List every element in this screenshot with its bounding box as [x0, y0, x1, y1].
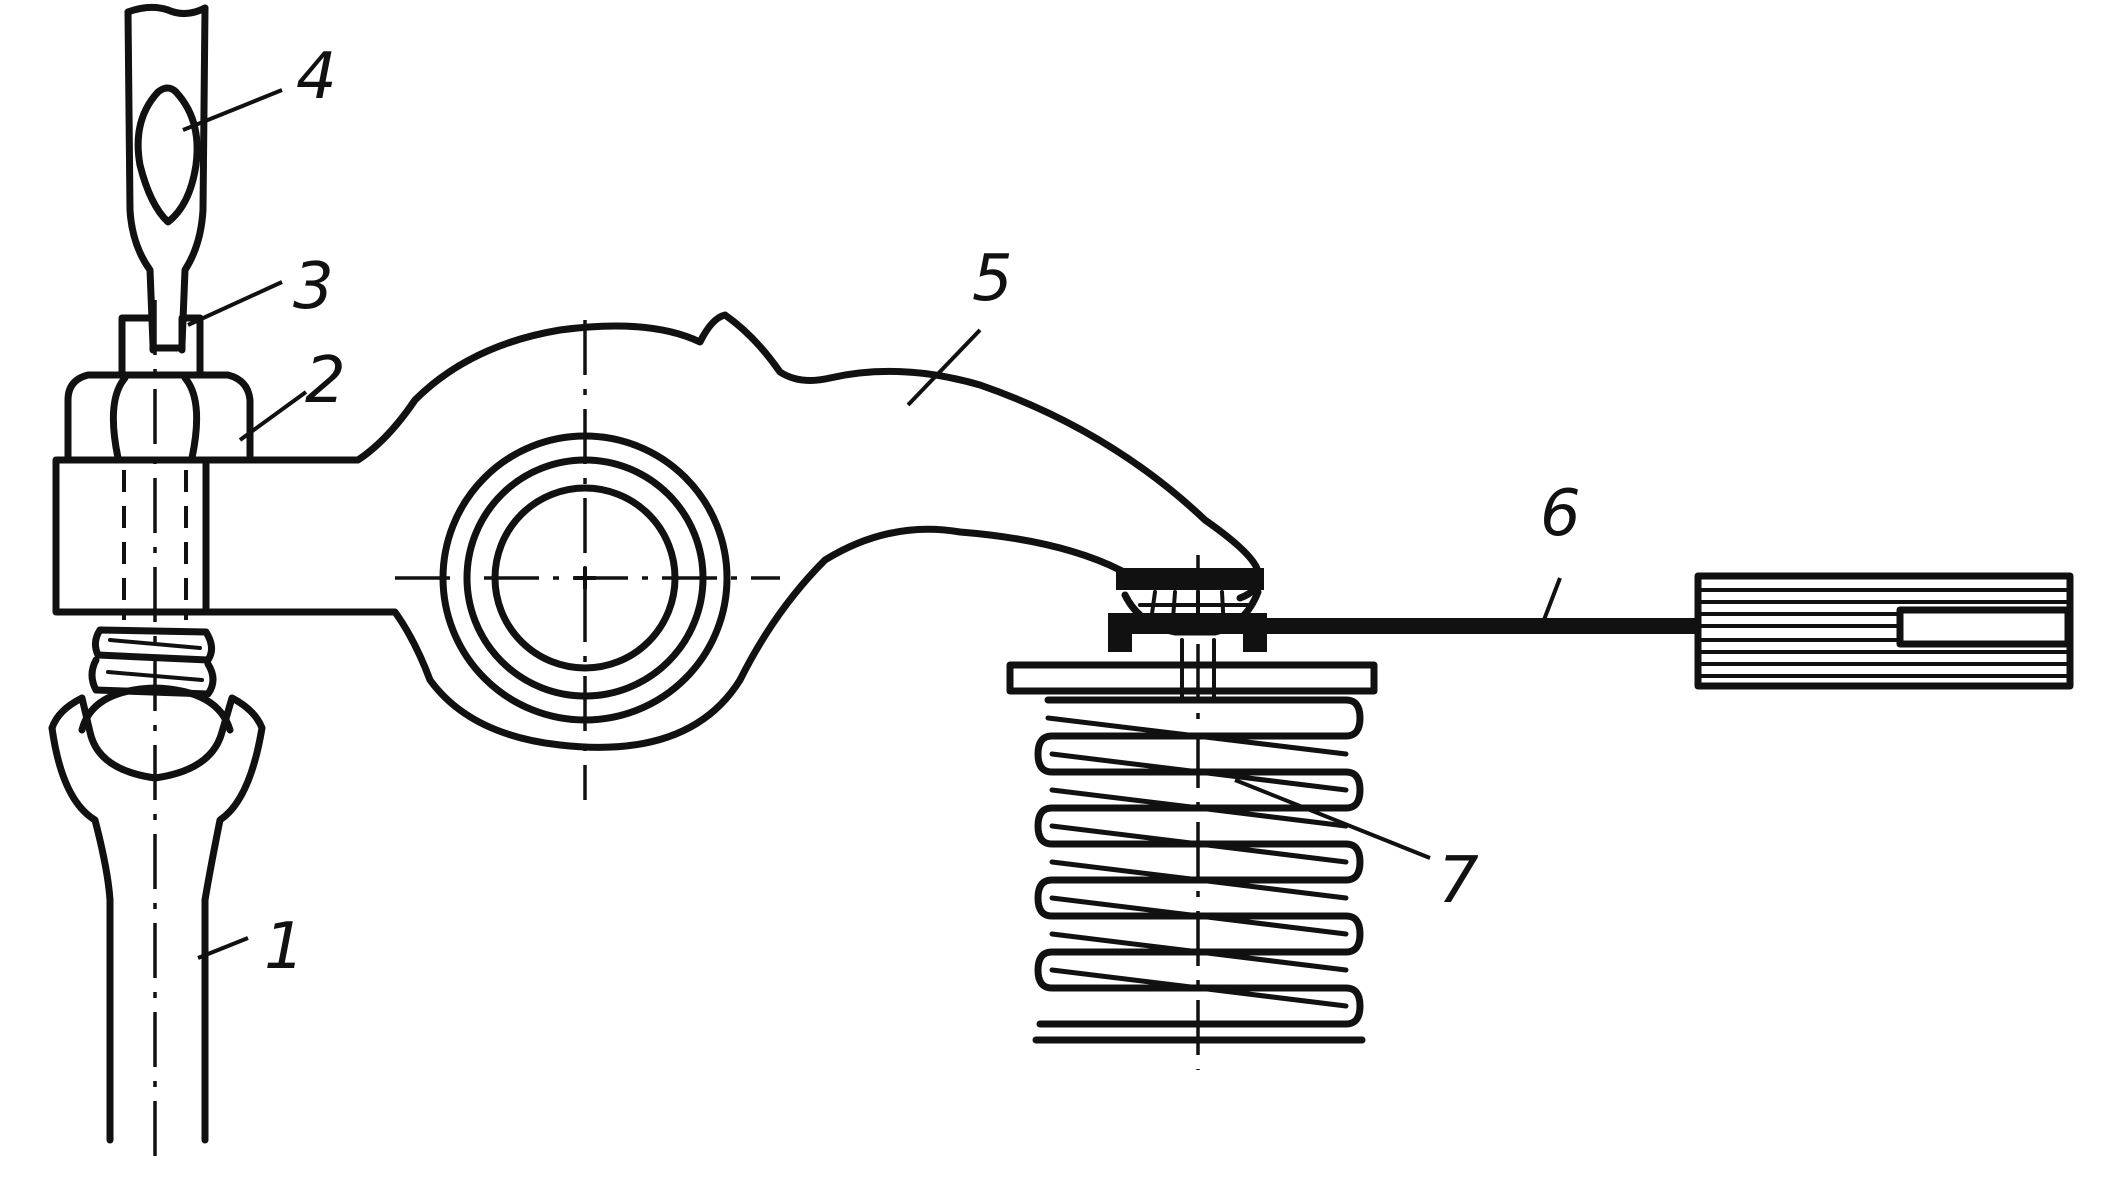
callout-adjusting-screw: 3 — [293, 250, 334, 324]
callout-valve: 7 — [1438, 844, 1479, 918]
callout-rocker-arm: 5 — [972, 242, 1013, 316]
valve — [1006, 555, 1378, 1070]
rocker-arm — [52, 311, 1264, 800]
push-rod — [48, 626, 266, 1144]
screwdriver — [124, 3, 209, 354]
callout-feeler-gauge: 6 — [1540, 477, 1581, 551]
feeler-gauge — [1108, 572, 2074, 690]
callout-push-rod: 1 — [264, 910, 305, 984]
callout-labels: 1 2 3 4 5 6 7 — [264, 40, 1581, 984]
gauge-handle-hatching — [1698, 588, 2070, 678]
callout-lock-nut: 2 — [305, 344, 346, 418]
leader-lines — [182, 88, 1562, 960]
adjusting-screw-head — [118, 314, 204, 376]
callout-screwdriver: 4 — [296, 40, 337, 114]
lock-nut — [64, 371, 254, 464]
